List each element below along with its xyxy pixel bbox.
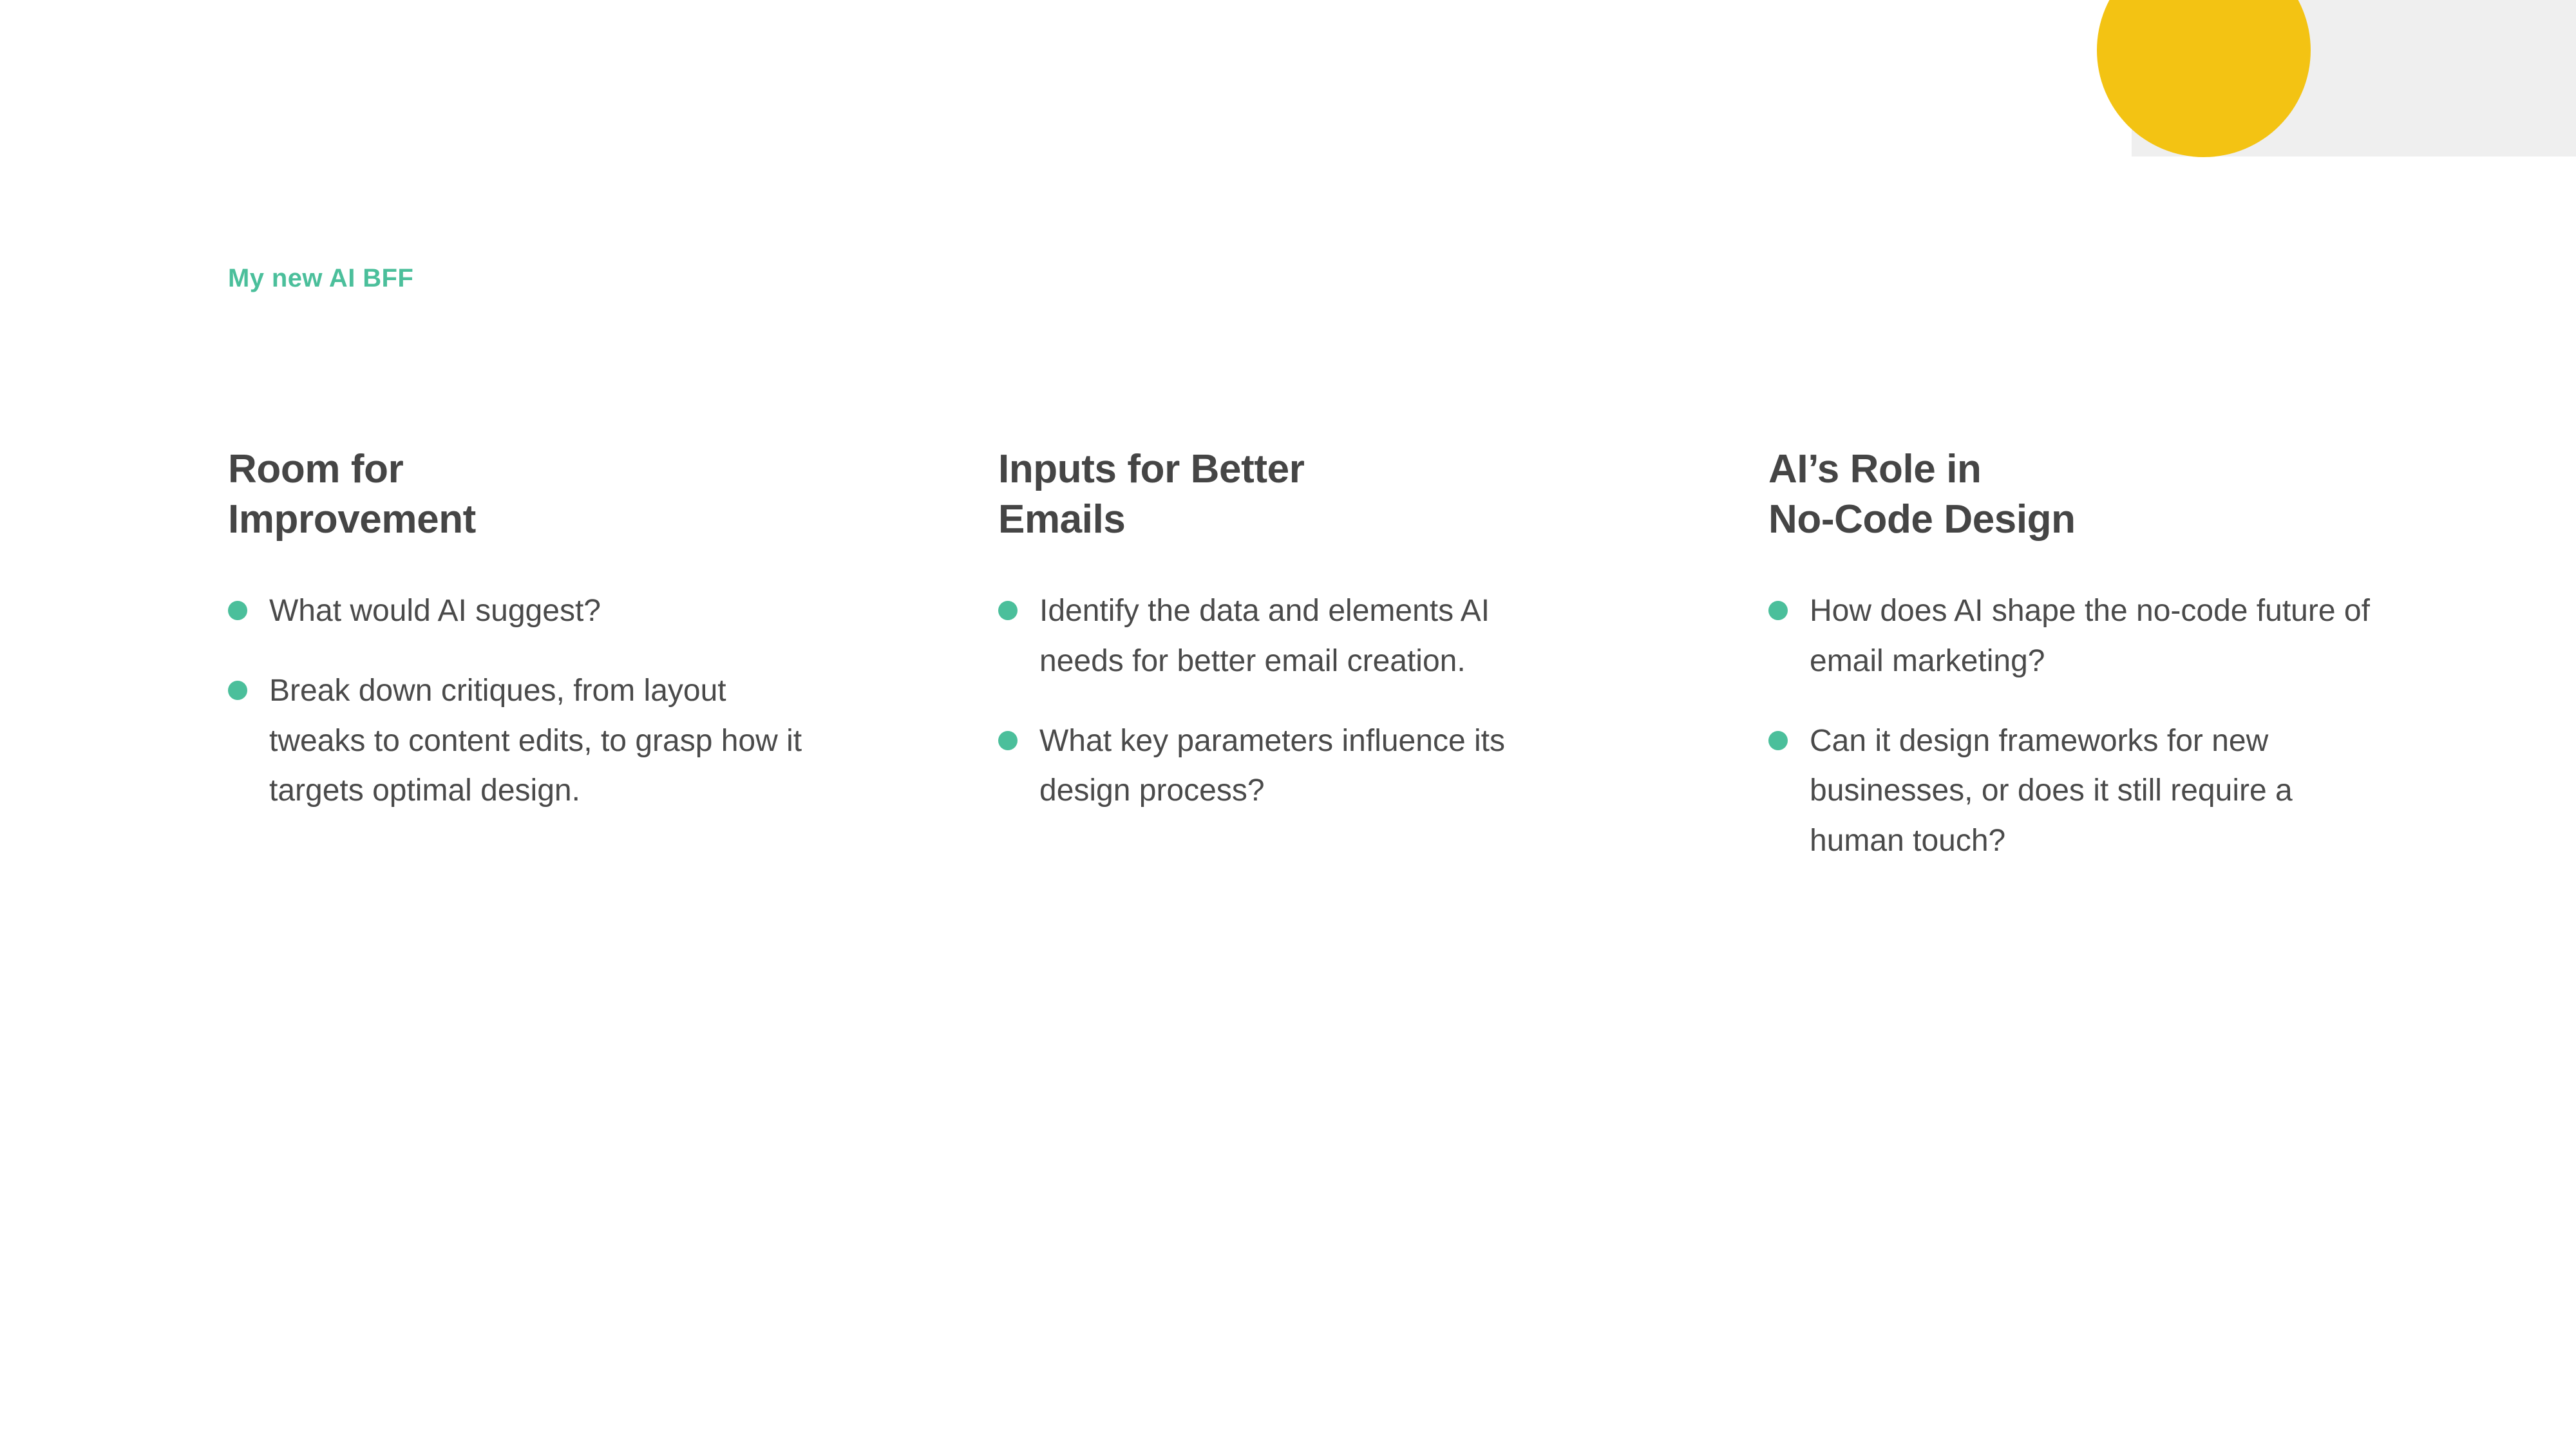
list-item: Identify the data and elements AI needs … [998,586,1642,687]
bullet-text: How does AI shape the no-code future of … [1810,594,2370,678]
bullet-text: Break down critiques, from layout tweaks… [269,673,802,808]
list-item: Can it design frameworks for new busines… [1768,716,2432,866]
bullet-text: What key parameters influence its design… [1039,723,1505,808]
column-1-bullet-list: What would AI suggest? Break down critiq… [228,586,872,816]
bullet-dot-icon [1768,601,1788,621]
content-column-1: Room for Improvement What would AI sugge… [228,444,872,816]
column-3-bullet-list: How does AI shape the no-code future of … [1768,586,2432,866]
content-column-2: Inputs for Better Emails Identify the da… [998,444,1642,816]
column-2-bullet-list: Identify the data and elements AI needs … [998,586,1642,816]
content-column-3: AI’s Role in No-Code Design How does AI … [1768,444,2432,866]
list-item: Break down critiques, from layout tweaks… [228,666,872,816]
bullet-text: What would AI suggest? [269,594,601,629]
bullet-text: Identify the data and elements AI needs … [1039,594,1490,678]
bullet-dot-icon [998,601,1018,621]
bullet-dot-icon [228,680,247,700]
list-item: What key parameters influence its design… [998,716,1642,817]
bullet-text: Can it design frameworks for new busines… [1810,723,2293,858]
list-item: How does AI shape the no-code future of … [1768,586,2432,687]
column-3-heading: AI’s Role in No-Code Design [1768,447,2076,542]
eyebrow-label: My new AI BFF [228,264,414,292]
columns-container: Room for Improvement What would AI sugge… [0,444,2576,866]
column-2-heading: Inputs for Better Emails [998,447,1305,542]
list-item: What would AI suggest? [228,586,872,636]
bullet-dot-icon [998,730,1018,750]
column-1-heading: Room for Improvement [228,447,476,542]
bullet-dot-icon [228,601,247,621]
bullet-dot-icon [1768,730,1788,750]
